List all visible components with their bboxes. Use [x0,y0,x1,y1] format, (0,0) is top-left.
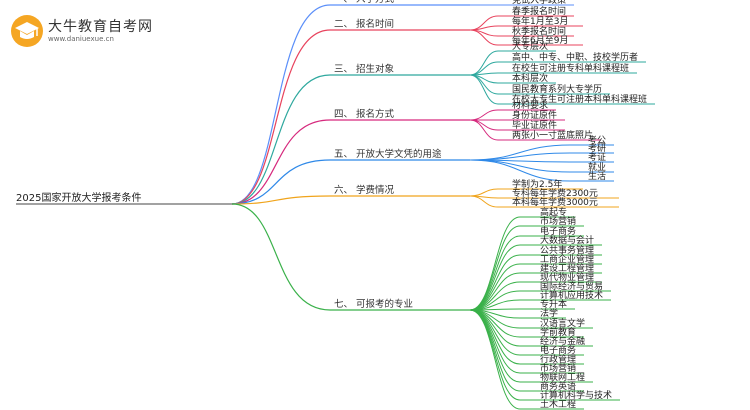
leaf-label: 就业 [588,161,606,173]
leaf-label: 身份证原件 [512,109,557,121]
branch-connector [231,74,331,205]
leaf-label: 行政管理 [540,353,576,365]
leaf-connector [469,263,521,311]
leaf-label: 公共事务管理 [540,244,594,256]
branch-label: 七、 可报考的专业 [334,298,413,310]
branch-connector [231,29,331,205]
leaf-label: 高起专 [540,206,567,218]
leaf-label: 材料要求 [512,99,548,111]
branch-label: 二、 报名时间 [334,18,394,30]
branch-label: 四、 报名方式 [334,108,395,120]
leaf-connector [469,109,499,121]
leaf-connector [469,152,571,161]
leaf-connector [469,74,499,105]
leaf-label: 经济与金融 [540,335,585,347]
graduation-cap-icon [11,15,43,47]
leaf-label: 本科每年学费3000元 [512,196,598,208]
leaf-label: 电子商务 [540,225,576,237]
site-logo[interactable]: 大牛教育自考网 www.daniuexue.cn [10,12,152,52]
leaf-connector [469,144,571,161]
leaf-label: 在校大专生可注册本科单科课程班 [512,93,647,105]
leaf-connector [469,74,499,95]
root-node-label: 2025国家开放大学报考条件 [16,191,141,204]
leaf-connector [469,159,571,182]
leaf-label: 本科层次 [512,72,548,84]
leaf-label: 学制为2.5年 [512,178,562,190]
leaf-label: 国民教育系列大专学历 [512,83,602,95]
site-name: 大牛教育自考网 [48,19,153,35]
leaf-label: 现代物业管理 [540,271,594,283]
leaf-label: 秋季报名时间 [512,25,566,37]
leaf-connector [469,50,499,76]
leaf-connector [469,25,499,31]
leaf-label: 每年6月至9月 [512,34,568,46]
leaf-label: 高中、中专、中职、技校学历者 [512,51,638,63]
branch-connector [231,4,331,205]
leaf-label: 大专层次 [512,40,548,52]
leaf-label: 土木工程 [540,398,576,410]
leaf-label: 市场营销 [540,362,576,374]
branch-label: 五、 开放大学文凭的用途 [334,148,442,160]
leaf-label: 春季报名时间 [512,5,566,17]
leaf-label: 毕业证原件 [512,119,557,131]
leaf-label: 生活 [588,170,606,182]
leaf-label: 免试入学政策 [512,0,566,6]
leaf-label: 考公 [588,135,606,146]
branch-connector [231,195,331,205]
leaf-label: 市场营销 [540,215,576,227]
leaf-label: 工商企业管理 [540,253,594,265]
leaf-connector [469,119,499,141]
leaf-label: 汉语言文学 [540,317,585,329]
site-url: www.daniuexue.cn [48,35,114,43]
leaf-label: 法学 [540,307,558,319]
leaf-label: 考证 [588,152,606,163]
leaf-label: 计算机应用技术 [540,289,603,301]
leaf-label: 国际经济与贸易 [540,280,603,292]
leaf-label: 每年1月至3月 [512,15,568,27]
leaf-connector [469,225,521,311]
branch-connector [231,203,331,311]
leaf-connector [469,309,521,356]
leaf-connector [469,188,499,197]
branch-label: 六、 学费情况 [334,184,395,196]
leaf-label: 专科每年学费2300元 [512,187,598,199]
leaf-connector [469,309,521,410]
leaf-label: 专升本 [540,298,567,310]
leaf-label: 建设工程管理 [540,262,594,274]
leaf-label: 考研 [588,143,606,154]
leaf-connector [469,195,499,208]
leaf-label: 大数据与会计 [540,234,594,246]
leaf-label: 电子商务 [540,344,576,356]
leaf-label: 计算机科学与技术 [540,389,612,401]
leaf-label: 两张小一寸蓝底照片 [512,129,593,141]
leaf-label: 学前教育 [540,326,576,338]
branch-connector [231,159,331,205]
leaf-connector [469,119,499,131]
leaf-label: 在校生可注册专科单科课程班 [512,62,629,74]
branch-connector [231,119,331,205]
leaf-label: 商务英语 [540,380,576,392]
leaf-label: 物联网工程 [540,371,585,383]
leaf-connector [469,29,499,46]
branch-label: 一、 入学方式 [334,0,395,5]
branch-label: 三、 招生对象 [334,63,395,75]
